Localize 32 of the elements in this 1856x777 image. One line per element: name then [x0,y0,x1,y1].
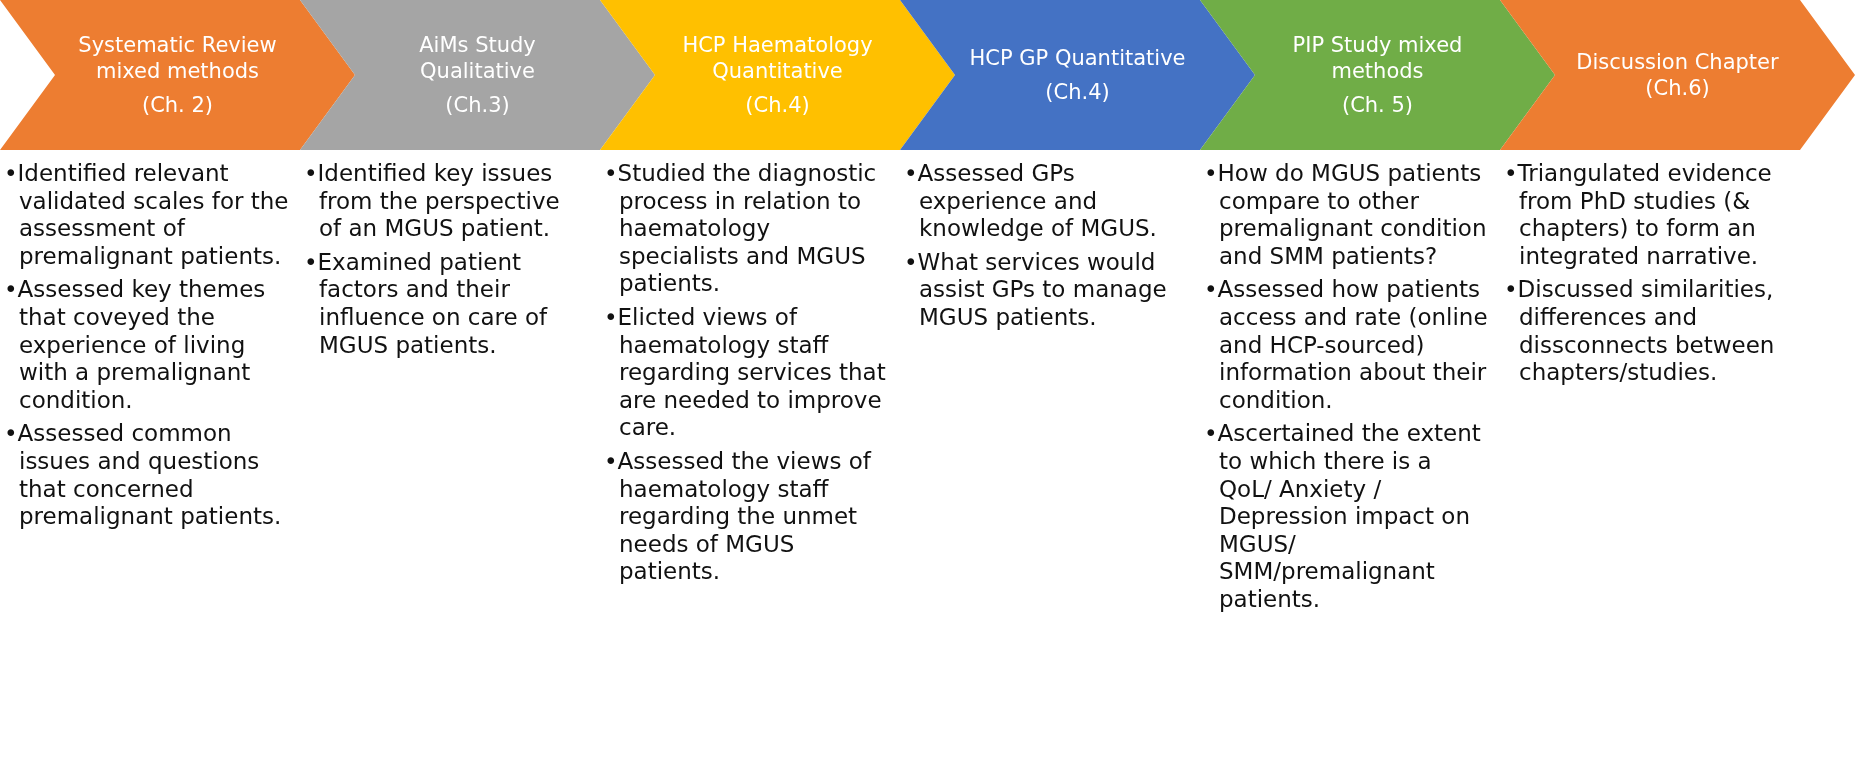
process-step [1200,0,1555,150]
bullet-point: •Triangulated evidence from PhD studies (& chapters) to form an integrated narrative. [1504,160,1773,271]
chapter-label: (Ch.4) [1045,79,1110,106]
bullet-point: •Assessed the views of haematology staff regarding the unmet needs of MGUS patients. [604,447,873,586]
step-title: Systematic Review mixed methods [77,31,278,85]
bullet-point: •Assessed how patients access and rate (online and HCP-sourced) information about their condition. [1204,276,1489,415]
chapter-label: (Ch.4) [745,92,810,119]
process-step [600,0,955,150]
chapter-label: (Ch. 2) [141,92,214,119]
process-step [300,0,655,150]
bullet-point: •Studied the diagnostic process in relation to haematology specialists and MGUS patients. [604,160,878,298]
chapter-label: (Ch.3) [445,92,510,119]
step-title: HCP GP Quantitative [969,44,1186,71]
bullet-point: •Elicted views of haematology staff regarding services that are needed to improve care. [604,303,887,442]
bullet-point: •Assessed key themes that coveyed the experience of living with a premalignant condition. [4,276,267,415]
process-step [900,0,1255,150]
bullet-point: •Identified relevant validated scales for the assessment of premalignant patients. [4,160,289,271]
bullet-point: •Discussed similarities, differences and dissconnects between chapters/studies. [1504,276,1776,387]
process-step [0,0,355,150]
bullet-point: •What services would assist GPs to manage MGUS patients. [904,248,1168,332]
step-title: Discussion Chapter (Ch.6) [1575,48,1780,102]
bullet-point: •Assessed common issues and questions that concerned premalignant patients. [4,420,283,531]
process-step [1500,0,1855,150]
bullet-point: •Examined patient factors and their influence on care of MGUS patients. [304,248,549,360]
bullet-point: •How do MGUS patients compare to other premalignant condition and SMM patients? [1204,160,1488,271]
bullet-point: •Assessed GPs experience and knowledge of MGUS. [904,160,1158,243]
bullet-point: •Ascertained the extent to which there is a QoL/ Anxiety / Depression impact on MGUS/ SMM/premalignant patients. [1204,420,1482,614]
step-title: PIP Study mixed methods [1291,31,1464,85]
bullet-point: •Identified key issues from the perspective of an MGUS patient. [304,160,561,243]
step-title: AiMs Study Qualitative [418,31,537,85]
step-title: HCP Haematology Quantitative [681,31,874,85]
chapter-label: (Ch. 5) [1341,92,1414,119]
